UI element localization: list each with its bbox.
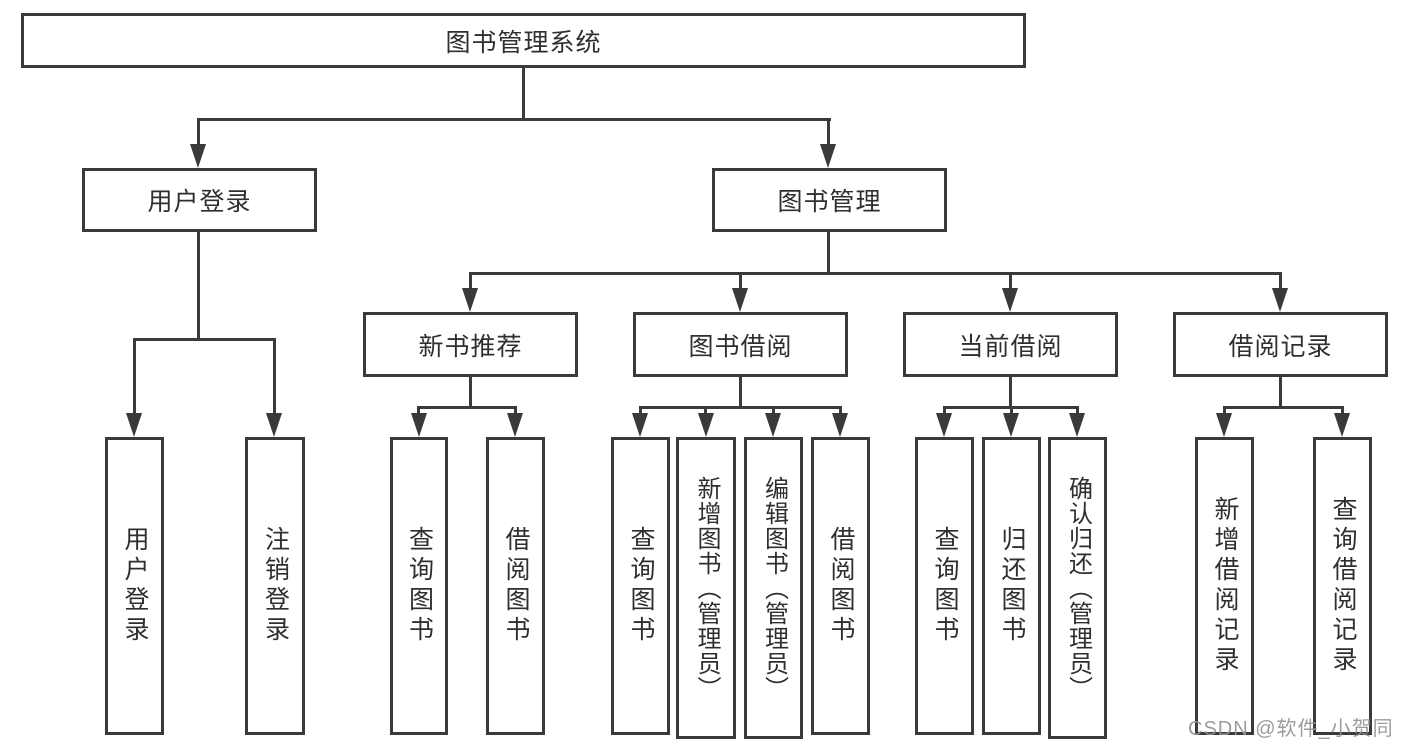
connector-drop bbox=[514, 406, 517, 415]
arrowhead-icon bbox=[462, 288, 478, 312]
connector-userlogin-bar bbox=[133, 338, 276, 341]
leaf-query-books: 查询图书 bbox=[390, 437, 448, 735]
arrowhead-icon bbox=[698, 413, 714, 437]
connector-drop bbox=[943, 406, 946, 415]
leaf-borrow-books: 借阅图书 bbox=[811, 437, 870, 735]
connector-userlogin-stem bbox=[197, 232, 200, 338]
connector-group1-stem bbox=[469, 377, 472, 406]
connector-group4-stem bbox=[1279, 377, 1282, 406]
connector-drop bbox=[1223, 406, 1226, 415]
leaf-query-borrow-record: 查询借阅记录 bbox=[1313, 437, 1372, 735]
connector-group4-bar bbox=[1223, 406, 1344, 409]
watermark: CSDN @软件_小贺同学 bbox=[1188, 718, 1394, 740]
node-borrow-records: 借阅记录 bbox=[1173, 312, 1388, 377]
arrowhead-icon bbox=[832, 413, 848, 437]
connector-drop bbox=[772, 406, 775, 415]
connector-drop bbox=[1010, 406, 1013, 415]
connector-drop bbox=[704, 406, 707, 415]
connector-drop-book-mgmt bbox=[827, 118, 830, 144]
arrowhead-icon bbox=[1272, 288, 1288, 312]
connector-root-stem bbox=[522, 68, 525, 118]
leaf-user-login: 用户登录 bbox=[105, 437, 164, 735]
arrowhead-icon bbox=[1002, 288, 1018, 312]
arrowhead-icon bbox=[411, 413, 427, 437]
arrowhead-icon bbox=[190, 144, 206, 168]
leaf-return-books: 归还图书 bbox=[982, 437, 1041, 735]
connector-drop bbox=[1076, 406, 1079, 415]
connector-root-bar bbox=[197, 118, 831, 121]
connector-drop bbox=[1341, 406, 1344, 415]
leaf-query-books: 查询图书 bbox=[915, 437, 974, 735]
arrowhead-icon bbox=[765, 413, 781, 437]
connector-drop bbox=[417, 406, 420, 415]
arrowhead-icon bbox=[1003, 413, 1019, 437]
arrowhead-icon bbox=[1069, 413, 1085, 437]
connector-group2-stem bbox=[739, 377, 742, 406]
leaf-edit-books-admin: 编辑图书（管理员） bbox=[744, 437, 803, 739]
arrowhead-icon bbox=[1216, 413, 1232, 437]
connector-bookmgmt-bar bbox=[469, 272, 1282, 275]
arrowhead-icon bbox=[1334, 413, 1350, 437]
arrowhead-icon bbox=[632, 413, 648, 437]
leaf-confirm-return-admin: 确认归还（管理员） bbox=[1048, 437, 1107, 739]
connector-group1-bar bbox=[418, 406, 517, 409]
leaf-borrow-books: 借阅图书 bbox=[486, 437, 545, 735]
connector-drop bbox=[639, 406, 642, 415]
connector-drop bbox=[469, 272, 472, 290]
arrowhead-icon bbox=[732, 288, 748, 312]
arrowhead-icon bbox=[266, 413, 282, 437]
leaf-add-books-admin: 新增图书（管理员） bbox=[676, 437, 736, 739]
connector-drop bbox=[133, 338, 136, 413]
connector-drop-user-login bbox=[197, 118, 200, 144]
node-new-book-recommend: 新书推荐 bbox=[363, 312, 578, 377]
arrowhead-icon bbox=[507, 413, 523, 437]
arrowhead-icon bbox=[126, 413, 142, 437]
connector-group2-bar bbox=[640, 406, 842, 409]
connector-drop bbox=[839, 406, 842, 415]
node-book-borrow: 图书借阅 bbox=[633, 312, 848, 377]
connector-drop bbox=[739, 272, 742, 290]
connector-bookmgmt-stem bbox=[827, 232, 830, 272]
arrowhead-icon bbox=[936, 413, 952, 437]
node-book-management: 图书管理 bbox=[712, 168, 947, 232]
connector-drop bbox=[273, 338, 276, 413]
arrowhead-icon bbox=[820, 144, 836, 168]
leaf-logout: 注销登录 bbox=[245, 437, 305, 735]
connector-group3-stem bbox=[1009, 377, 1012, 406]
connector-drop bbox=[1009, 272, 1012, 290]
leaf-add-borrow-record: 新增借阅记录 bbox=[1195, 437, 1254, 735]
node-root: 图书管理系统 bbox=[21, 13, 1026, 68]
leaf-query-books: 查询图书 bbox=[611, 437, 670, 735]
node-user-login: 用户登录 bbox=[82, 168, 317, 232]
node-current-borrow: 当前借阅 bbox=[903, 312, 1118, 377]
connector-drop bbox=[1279, 272, 1282, 290]
